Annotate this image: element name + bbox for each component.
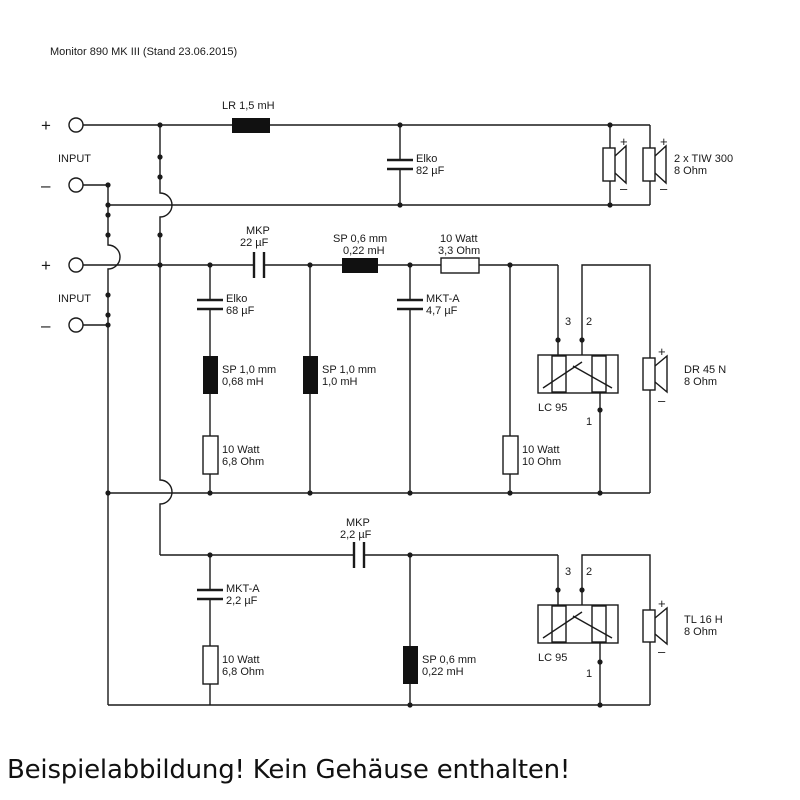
mid-speaker-minus: – (658, 393, 666, 408)
mid-sp2-name: SP 1,0 mm (222, 364, 276, 376)
tweeter-mkt-value: 2,2 µF (226, 595, 258, 607)
tweeter-lc-pin3: 3 (565, 566, 571, 578)
mid-r-series-value: 3,3 Ohm (438, 245, 480, 257)
diagram-title: Monitor 890 MK III (Stand 23.06.2015) (50, 46, 237, 58)
tweeter-sp-name: SP 0,6 mm (422, 654, 476, 666)
mid-lc95-module: 3 2 1 LC 95 (537, 316, 619, 428)
tweeter-speaker-minus: – (658, 644, 666, 659)
bass-speaker-1: + – (602, 134, 628, 196)
bass-speaker-1-plus: + (620, 134, 628, 149)
mid-speaker: + – DR 45 N 8 Ohm (642, 344, 726, 408)
mid-lc-pin1: 1 (586, 416, 592, 428)
tweeter-r-name: 10 Watt (222, 654, 260, 666)
mid-sp2-value: 0,68 mH (222, 376, 264, 388)
tweeter-lc95-module: 3 2 1 LC 95 (537, 566, 619, 680)
input2-minus-sign: – (41, 316, 51, 335)
mid-r-shunt1-name: 10 Watt (222, 444, 260, 456)
mid-speaker-impedance: 8 Ohm (684, 376, 717, 388)
tweeter-inductor-sp: SP 0,6 mm 0,22 mH (403, 646, 476, 684)
tweeter-lc-name: LC 95 (538, 652, 567, 664)
input2-plus-terminal (68, 257, 84, 273)
mid-sp3-value: 1,0 mH (322, 376, 358, 388)
tweeter-lc-pin2: 2 (586, 566, 592, 578)
mid-elko-value: 68 µF (226, 305, 255, 317)
mid-mkt-value: 4,7 µF (426, 305, 458, 317)
mid-resistor-shunt-2: 10 Watt 10 Ohm (502, 435, 561, 475)
bass-elko-value: 82 µF (416, 165, 445, 177)
mid-lc-name: LC 95 (538, 402, 567, 414)
mid-inductor-sp-shunt-1: SP 1,0 mm 0,68 mH (203, 356, 276, 394)
tweeter-sp-value: 0,22 mH (422, 666, 464, 678)
tweeter-speaker: + – TL 16 H 8 Ohm (642, 596, 723, 659)
bass-speaker-impedance: 8 Ohm (674, 165, 707, 177)
tweeter-resistor-shunt: 10 Watt 6,8 Ohm (202, 645, 264, 685)
mid-inductor-sp-shunt-2: SP 1,0 mm 1,0 mH (303, 356, 376, 394)
bass-speaker-1-minus: – (620, 181, 628, 196)
mid-mkp-value: 22 µF (240, 237, 269, 249)
mid-sp1-value: 0,22 mH (343, 245, 385, 257)
mid-r-shunt2-name: 10 Watt (522, 444, 560, 456)
tweeter-capacitor-mkt: MKT-A 2,2 µF (197, 583, 260, 607)
lr-label: LR 1,5 mH (222, 100, 275, 112)
bass-capacitor-elko: Elko 82 µF (387, 153, 445, 177)
input1-minus-sign: – (41, 176, 51, 195)
bass-inductor-lr: LR 1,5 mH (222, 100, 275, 133)
mid-r-series-name: 10 Watt (440, 233, 478, 245)
tweeter-lc-pin1: 1 (586, 668, 592, 680)
mid-speaker-name: DR 45 N (684, 364, 726, 376)
input1-plus-terminal (68, 117, 84, 133)
input2-label: INPUT (58, 293, 91, 305)
mid-r-shunt1-value: 6,8 Ohm (222, 456, 264, 468)
junction-dots (105, 122, 613, 708)
tweeter-speaker-name: TL 16 H (684, 614, 723, 626)
tweeter-mkt-name: MKT-A (226, 583, 260, 595)
mid-resistor-series: 10 Watt 3,3 Ohm (438, 233, 480, 274)
tweeter-capacitor-mkp: MKP 2,2 µF (340, 517, 372, 568)
bass-speaker-name: 2 x TIW 300 (674, 153, 733, 165)
mid-resistor-shunt-1: 10 Watt 6,8 Ohm (202, 435, 264, 475)
mid-mkt-name: MKT-A (426, 293, 460, 305)
bass-speaker-2: + – 2 x TIW 300 8 Ohm (642, 134, 733, 196)
disclaimer-text: Beispielabbildung! Kein Gehäuse enthalte… (7, 755, 571, 785)
tweeter-speaker-plus: + (658, 596, 666, 611)
mid-capacitor-elko: Elko 68 µF (197, 293, 255, 317)
input-terminals: + INPUT – + INPUT – (41, 116, 91, 335)
tweeter-mkp-name: MKP (346, 517, 370, 529)
mid-elko-name: Elko (226, 293, 247, 305)
input1-label: INPUT (58, 153, 91, 165)
bass-speaker-2-minus: – (660, 181, 668, 196)
mid-capacitor-mkt: MKT-A 4,7 µF (397, 293, 460, 317)
input2-minus-terminal (68, 317, 84, 333)
mid-mkp-name: MKP (246, 225, 270, 237)
mid-lc-pin3: 3 (565, 316, 571, 328)
mid-lc-pin2: 2 (586, 316, 592, 328)
input1-minus-terminal (68, 177, 84, 193)
tweeter-mkp-value: 2,2 µF (340, 529, 372, 541)
bass-elko-name: Elko (416, 153, 437, 165)
bass-speaker-2-plus: + (660, 134, 668, 149)
wiring (83, 124, 651, 706)
mid-capacitor-mkp: MKP 22 µF (240, 225, 270, 278)
mid-r-shunt2-value: 10 Ohm (522, 456, 561, 468)
tweeter-r-value: 6,8 Ohm (222, 666, 264, 678)
tweeter-speaker-impedance: 8 Ohm (684, 626, 717, 638)
mid-sp3-name: SP 1,0 mm (322, 364, 376, 376)
mid-speaker-plus: + (658, 344, 666, 359)
mid-inductor-sp-series: SP 0,6 mm 0,22 mH (333, 233, 387, 273)
mid-sp1-name: SP 0,6 mm (333, 233, 387, 245)
input1-plus-sign: + (41, 116, 51, 135)
input2-plus-sign: + (41, 256, 51, 275)
